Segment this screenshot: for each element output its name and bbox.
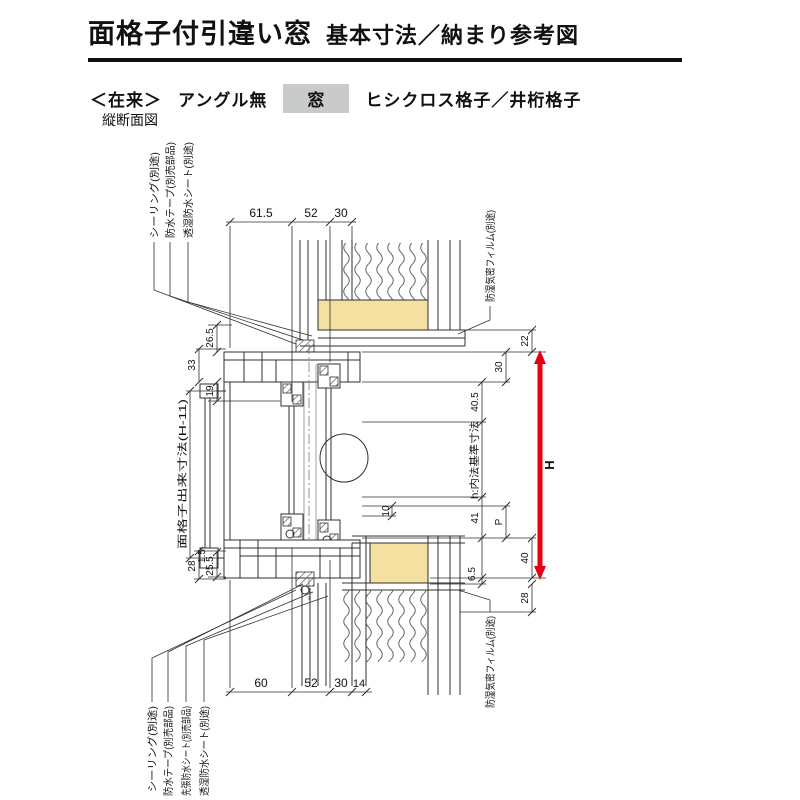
- dim-label-right: 22: [520, 335, 531, 347]
- leader-label-breathable-sheet-bottom: 透湿防水シート(別途): [198, 706, 211, 796]
- dim-label-top: 30: [334, 206, 348, 220]
- title-sub: 基本寸法／納まり参考図: [326, 23, 580, 48]
- page-title: 面格子付引違い窓 基本寸法／納まり参考図: [88, 12, 682, 62]
- height-label: H: [542, 460, 557, 469]
- leader-label-sealing-top: シーリング(別途): [148, 152, 161, 238]
- dim-label-right: P: [494, 518, 505, 525]
- leader-label-sealing-bottom: シーリング(別途): [146, 706, 159, 792]
- subtitle-grille-types: ヒシクロス格子／井桁格子: [365, 91, 582, 110]
- inner-height-label: h:内法基準寸法: [468, 421, 481, 499]
- dimensions-right: 22 30 40.5 h:内法基準寸法 41 P 10 40 6.5 28: [362, 325, 546, 617]
- dim-label-right: 40: [520, 552, 531, 564]
- leader-top-right: 防湿気密フィルム(別途): [457, 210, 497, 335]
- wood-framing-top: [317, 299, 429, 331]
- dim-label-left: 26.5: [205, 328, 216, 348]
- leaders-bottom-left: シーリング(別途) 防水テープ(別売部品) 先張防水シート(別売部品) 透湿防水…: [146, 583, 329, 796]
- dim-label-left: 33: [187, 359, 198, 371]
- dim-label-top: 52: [304, 206, 318, 220]
- exterior-cladding-top: [299, 240, 353, 340]
- insulation-bottom: [342, 590, 428, 662]
- subtitle-construction: ＜在来＞: [90, 91, 162, 110]
- dimension-top: 61.5 52 30: [225, 206, 357, 402]
- dim-label-right: 30: [494, 361, 505, 373]
- dim-label-right: 6.5: [467, 567, 478, 581]
- leader-label-waterproof-tape-top: 防水テープ(別売部品): [164, 142, 177, 238]
- leader-label-waterproof-tape-bottom: 防水テープ(別売部品): [162, 706, 175, 796]
- leaders-top-left: シーリング(別途) 防水テープ(別売部品) 透湿防水シート(別途): [148, 142, 313, 345]
- arrowhead-down-icon: [534, 566, 546, 580]
- inner-sash: [317, 363, 341, 547]
- studs-top: [427, 240, 461, 330]
- insulation-top: [342, 243, 428, 300]
- dim-label-right: 41: [470, 512, 481, 524]
- dim-label-bottom: 14: [353, 678, 365, 690]
- leader-label-pre-applied-sheet-bottom: 先張防水シート(別売部品): [180, 706, 193, 796]
- arrowhead-up-icon: [534, 350, 546, 364]
- dimension-bottom: 60 52 30 14: [225, 548, 372, 697]
- grille-dimension-label: 面格子出来寸法(H-11): [176, 399, 189, 549]
- subtitle-window-highlight: 窓: [283, 84, 350, 113]
- dim-label-right: 40.5: [470, 392, 481, 412]
- dim-label-right: 28: [520, 592, 531, 604]
- outer-sash: [280, 381, 304, 541]
- interior-boards-top: [300, 329, 466, 347]
- dim-label-bottom: 52: [304, 676, 318, 690]
- section-label: 縦断面図: [102, 112, 158, 128]
- studs-bottom: [351, 536, 461, 695]
- dim-label-top: 61.5: [249, 206, 273, 220]
- wall-section-bottom: [342, 535, 465, 695]
- dim-label-left: 19: [205, 385, 216, 397]
- wood-framing-bottom: [369, 542, 429, 584]
- dim-label-bottom: 60: [254, 676, 268, 690]
- wall-section-top: [299, 240, 466, 347]
- sill-sealing: [295, 571, 315, 587]
- title-main: 面格子付引違い窓: [88, 19, 312, 49]
- exterior-cladding-bottom: [301, 583, 327, 686]
- sill-seal-backer: [300, 585, 310, 595]
- face-grille: [199, 383, 226, 569]
- leader-label-vapor-film-top: 防湿気密フィルム(別途): [484, 210, 497, 302]
- dim-label-right: 10: [381, 505, 392, 517]
- leader-label-vapor-film-bottom: 防湿気密フィルム(別途): [484, 616, 497, 708]
- dim-label-left: 25.5: [205, 556, 216, 576]
- subtitle-angle: アングル無: [178, 91, 268, 110]
- dimensions-left: 33 26.5 19 面格子出来寸法(H-11) 28 1.5 25.5: [176, 320, 280, 584]
- operator-handle-circle: [319, 433, 369, 483]
- head-sealing: [295, 339, 315, 353]
- leader-label-breathable-sheet-top: 透湿防水シート(別途): [182, 142, 195, 238]
- leader-bottom-right: 防湿気密フィルム(別途): [457, 589, 497, 708]
- dim-label-left: 1.5: [197, 549, 208, 563]
- dim-label-left: 28: [187, 560, 198, 572]
- subtitle-row: ＜在来＞ アングル無 窓 ヒシクロス格子／井桁格子: [90, 84, 581, 113]
- roller-outer: [285, 529, 295, 539]
- height-arrow: H: [534, 350, 557, 580]
- dim-label-bottom: 30: [334, 676, 348, 690]
